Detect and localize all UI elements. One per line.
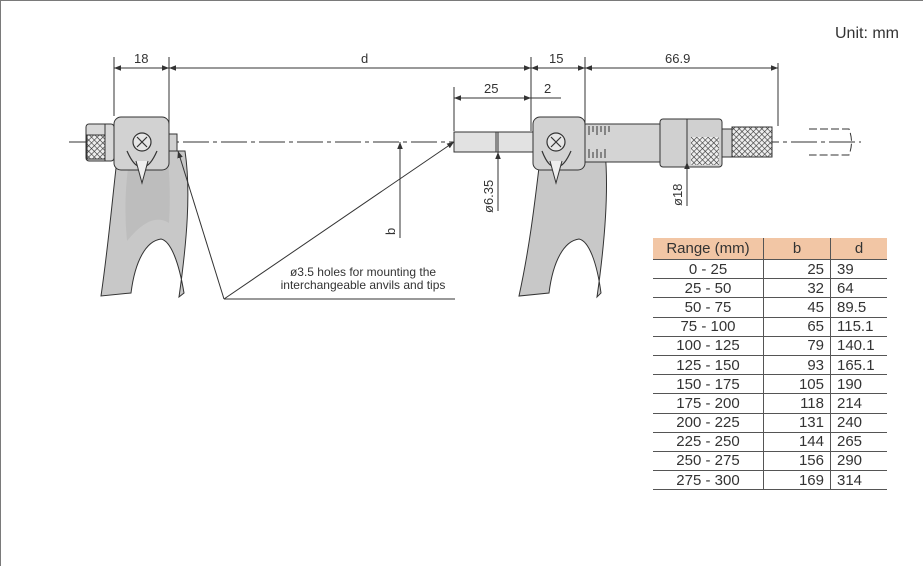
- cell-b: 65: [763, 317, 831, 337]
- cell-b: 156: [763, 451, 831, 472]
- holes-note: ø3.5 holes for mounting the interchangea…: [255, 266, 471, 292]
- cell-range: 25 - 50: [653, 278, 764, 299]
- cell-d: 115.1: [830, 317, 887, 337]
- holes-note-line-2: interchangeable anvils and tips: [280, 278, 446, 292]
- unit-label: Unit: mm: [835, 25, 899, 42]
- right-frame-and-head: [453, 116, 852, 299]
- spindle-diameter-label: ø6.35: [481, 180, 496, 213]
- b-dimension: b: [383, 142, 403, 238]
- cell-b: 93: [763, 355, 831, 376]
- cell-d: 140.1: [830, 336, 887, 356]
- left-knurl-icon: [86, 134, 106, 160]
- cell-b: 32: [763, 278, 831, 299]
- left-anvil-frame: [85, 116, 189, 299]
- header-b: b: [763, 238, 831, 260]
- cell-b: 131: [763, 413, 831, 433]
- cell-range: 175 - 200: [653, 393, 764, 414]
- dim-66-9-label: 66.9: [665, 51, 690, 66]
- cell-range: 150 - 175: [653, 374, 764, 395]
- cell-b: 118: [763, 393, 831, 414]
- top-dimension-chain: [113, 57, 779, 133]
- cell-range: 250 - 275: [653, 451, 764, 472]
- cell-d: 240: [830, 413, 887, 433]
- cell-range: 200 - 225: [653, 413, 764, 433]
- dim-15-label: 15: [549, 51, 563, 66]
- cell-range: 275 - 300: [653, 470, 764, 491]
- cell-b: 45: [763, 297, 831, 318]
- holes-note-line-1: ø3.5 holes for mounting the: [289, 265, 437, 279]
- cell-d: 165.1: [830, 355, 887, 376]
- dim-25-label: 25: [484, 81, 498, 96]
- dim-2-label: 2: [544, 81, 551, 96]
- cell-d: 64: [830, 278, 887, 299]
- cell-b: 79: [763, 336, 831, 356]
- cell-d: 265: [830, 432, 887, 452]
- sleeve-diameter-label: ø18: [670, 184, 685, 206]
- cell-b: 144: [763, 432, 831, 452]
- cell-b: 169: [763, 470, 831, 491]
- header-range: Range (mm): [653, 238, 764, 260]
- b-label: b: [383, 228, 398, 235]
- cell-b: 105: [763, 374, 831, 395]
- cell-range: 0 - 25: [653, 259, 764, 280]
- table-header-row: Range (mm) b d: [653, 238, 887, 260]
- cell-d: 190: [830, 374, 887, 395]
- dim-18-label: 18: [134, 51, 148, 66]
- cell-d: 214: [830, 393, 887, 414]
- cell-d: 314: [830, 470, 887, 491]
- spindle: [453, 131, 534, 153]
- header-d: d: [830, 238, 887, 260]
- cell-range: 125 - 150: [653, 355, 764, 376]
- cell-range: 225 - 250: [653, 432, 764, 452]
- cell-d: 89.5: [830, 297, 887, 318]
- spindle-diameter-dim: ø6.35: [481, 132, 501, 213]
- cell-range: 100 - 125: [653, 336, 764, 356]
- ratchet-knurl-icon: [731, 126, 773, 158]
- cell-d: 290: [830, 451, 887, 472]
- sleeve-diameter-dim: ø18: [670, 162, 690, 206]
- note-leaders: [177, 141, 455, 300]
- cell-b: 25: [763, 259, 831, 280]
- dim-d-label: d: [361, 51, 368, 66]
- thimble-knurl-icon: [691, 137, 719, 165]
- cell-range: 50 - 75: [653, 297, 764, 318]
- cell-range: 75 - 100: [653, 317, 764, 337]
- cell-d: 39: [830, 259, 887, 280]
